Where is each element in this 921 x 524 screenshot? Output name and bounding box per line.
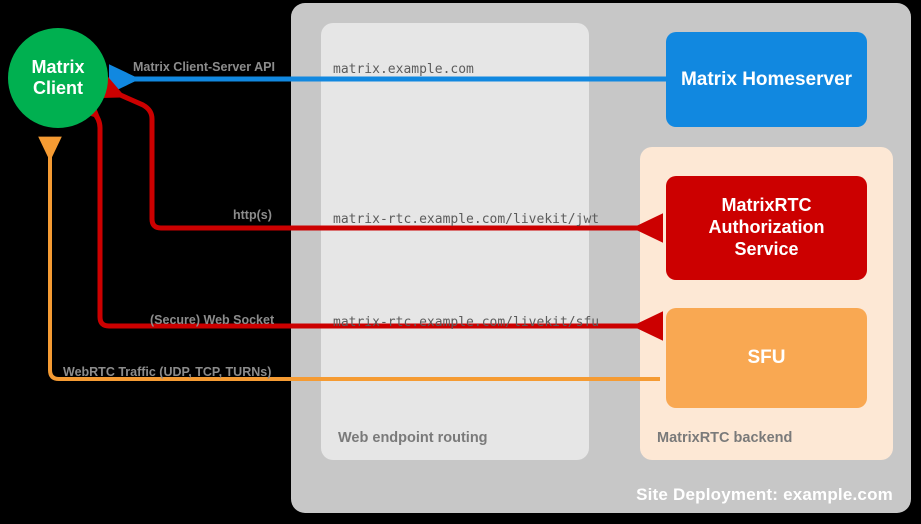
sfu-label: SFU xyxy=(747,347,786,369)
edge-label-webrtc-traffic: WebRTC Traffic (UDP, TCP, TURNs) xyxy=(63,365,272,379)
node-matrix-homeserver[interactable]: Matrix Homeserver xyxy=(666,32,867,127)
matrix-client-label-line2: Client xyxy=(32,78,83,98)
matrix-homeserver-label: Matrix Homeserver xyxy=(680,68,853,90)
edge-label-https: http(s) xyxy=(233,208,272,222)
auth-service-label-line2: Authorization xyxy=(708,217,825,238)
endpoint-label-livekit-sfu: matrix-rtc.example.com/livekit/sfu xyxy=(333,315,600,330)
web-endpoint-routing-panel: Web endpoint routing xyxy=(321,23,589,460)
endpoint-label-livekit-jwt: matrix-rtc.example.com/livekit/jwt xyxy=(333,212,600,227)
matrix-client-label-line1: Matrix xyxy=(31,56,85,77)
edge-label-client-server-api: Matrix Client-Server API xyxy=(133,60,275,74)
auth-service-label-line1: MatrixRTC xyxy=(721,195,812,216)
web-endpoint-routing-label: Web endpoint routing xyxy=(338,430,488,446)
matrixrtc-backend-label: MatrixRTC backend xyxy=(657,430,793,446)
edge-label-websocket: (Secure) Web Socket xyxy=(150,313,275,327)
node-matrixrtc-authorization-service[interactable]: MatrixRTC Authorization Service xyxy=(666,176,867,280)
endpoint-label-matrix: matrix.example.com xyxy=(333,62,474,77)
node-sfu[interactable]: SFU xyxy=(666,308,867,408)
auth-service-label-line3: Service xyxy=(734,238,799,259)
site-deployment-label: Site Deployment: example.com xyxy=(636,485,893,504)
node-matrix-client[interactable]: Matrix Client xyxy=(8,28,108,128)
